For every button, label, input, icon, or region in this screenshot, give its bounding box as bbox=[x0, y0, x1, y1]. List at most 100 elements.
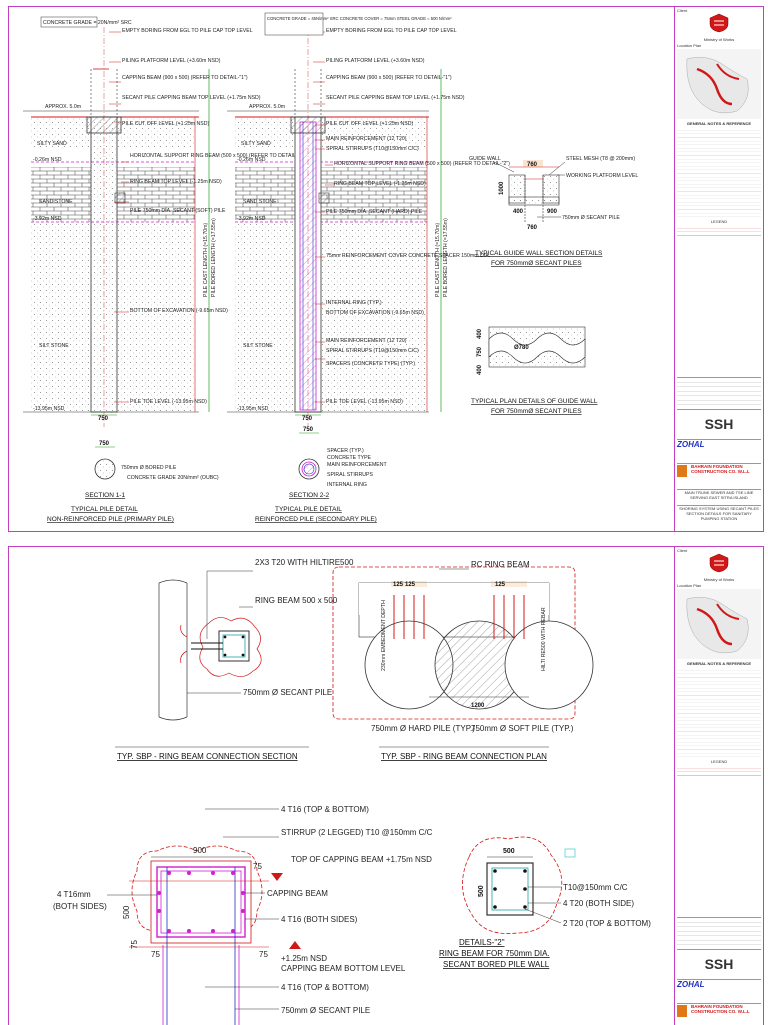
guide-label-1: STEEL MESH (T8 @ 200mm) bbox=[566, 156, 635, 162]
sec22-plan-label-1: CONCRETE TYPE bbox=[327, 455, 372, 461]
cap-label-4: 4 T16 (BOTH SIDES) bbox=[281, 915, 358, 924]
conn-section-title: TYP. SBP - RING BEAM CONNECTION SECTION bbox=[117, 752, 298, 761]
conn-section-label-2: 750mm Ø SECANT PILE bbox=[243, 688, 332, 697]
sec11-soil-2: -0.26m NSD bbox=[33, 157, 62, 163]
cap-label-10: (BOTH SIDES) bbox=[53, 902, 107, 911]
sec22-plan-label-0: SPACER (TYP.) bbox=[327, 448, 364, 454]
guide-label-2: WORKING PLATFORM LEVEL bbox=[566, 173, 638, 179]
section-2-2: CONCRETE GRADE = 45N/mm² SRC CONCRETE CO… bbox=[227, 12, 510, 523]
conn-section-label-0: 2X3 T20 WITH HILTIRE500 bbox=[255, 558, 354, 567]
conn-plan-label-4: 230mm EMBEDMENT DEPTH bbox=[381, 600, 387, 671]
tb1-drawing-title: SHORING SYSTEM USING SECANT PILES SECTIO… bbox=[677, 505, 761, 524]
sec22-label-9: PILE 750mm DIA. SECANT (HARD) PILE bbox=[326, 209, 423, 215]
tb2-client: Client bbox=[677, 548, 688, 553]
guide-label-0: GUIDE WALL bbox=[469, 156, 501, 162]
sec22-label-11: INTERNAL RING (TYP.) bbox=[326, 300, 382, 306]
detail2-dim-0: 500 bbox=[503, 848, 515, 855]
tb2-consultant: SSH bbox=[677, 949, 761, 978]
conn-plan-label-0: RC RING BEAM bbox=[471, 560, 530, 569]
detail2-label-0: T10@150mm C/C bbox=[563, 883, 628, 892]
tb2-location: Location Plan bbox=[677, 583, 702, 588]
tb1-consultant: SSH bbox=[677, 409, 761, 438]
sec11-label-9: PILE TOE LEVEL (-13.95m NSD) bbox=[130, 399, 207, 405]
cap-label-0: 4 T16 (TOP & BOTTOM) bbox=[281, 805, 369, 814]
sec22-label-5: MAIN REINFORCEMENT (12 T20) bbox=[326, 136, 407, 142]
sec11-label-4: PILE CUT OFF LEVEL (+1.25m NSD) bbox=[122, 121, 209, 127]
guide-title-2: FOR 750mmØ SECANT PILES bbox=[491, 260, 582, 267]
tb2-contractor1: ZOHAL bbox=[677, 979, 761, 1000]
guide-plan-title-2: FOR 750mmØ SECANT PILES bbox=[491, 408, 582, 415]
sec22-label-1: PILING PLATFORM LEVEL (+3.60m NSD) bbox=[326, 58, 425, 64]
cap-dim-5: 75 bbox=[259, 950, 268, 959]
sec11-label-8: BOTTOM OF EXCAVATION (-9.65m NSD) bbox=[130, 308, 228, 314]
sec22-dim-750: 750 bbox=[302, 416, 313, 422]
conn-plan-label-2: 750mm Ø SOFT PILE (TYP.) bbox=[471, 724, 574, 733]
sec11-plan-label-1: CONCRETE GRADE 20N/mm² (OUBC) bbox=[127, 475, 219, 481]
sec11-soil-1: SILTY SAND bbox=[37, 141, 67, 147]
title-block-2: Client Ministry of Works Location Plan G… bbox=[674, 547, 763, 1025]
drawing-sheet-2: 2X3 T20 WITH HILTIRE500 RING BEAM 500 x … bbox=[8, 546, 764, 1025]
guide-plan-title-1: TYPICAL PLAN DETAILS OF GUIDE WALL bbox=[471, 398, 598, 405]
guide-dim-3: 900 bbox=[547, 209, 558, 215]
sec11-label-0: EMPTY BORING FROM EGL TO PILE CAP TOP LE… bbox=[122, 28, 253, 34]
tb1-contractor2: BAHRAIN FOUNDATION CONSTRUCTION CO. W.L.… bbox=[677, 463, 761, 488]
sec22-label-0: EMPTY BORING FROM EGL TO PILE CAP TOP LE… bbox=[326, 28, 457, 34]
sec11-dim-750: 750 bbox=[98, 416, 109, 422]
detail2-title-2: RING BEAM FOR 750mm DIA. bbox=[439, 949, 550, 958]
sec22-plan-label-3: SPIRAL STIRRUPS bbox=[327, 472, 373, 478]
tb2-contractor2: BAHRAIN FOUNDATION CONSTRUCTION CO. W.L.… bbox=[677, 1003, 761, 1024]
tb1-crest bbox=[677, 13, 761, 35]
guide-dim-4: 760 bbox=[527, 225, 538, 231]
tb2-legend-lines bbox=[677, 765, 761, 777]
sec11-grade: CONCRETE GRADE = 20N/mm² SRC bbox=[43, 20, 132, 26]
conn-plan: 125 125 125 1200 RC RING BEAM 750mm Ø HA… bbox=[332, 560, 594, 761]
section-1-1: CONCRETE GRADE = 20N/mm² SRC EMPTY BORIN… bbox=[23, 16, 306, 523]
guide-plan-dim-2: 750 bbox=[477, 346, 483, 357]
sec11-soil-4: -3.92m NSD bbox=[33, 216, 62, 222]
cap-label-6: CAPPING BEAM BOTTOM LEVEL bbox=[281, 964, 406, 973]
tb2-map bbox=[677, 589, 761, 659]
sec22-title-1: TYPICAL PILE DETAIL bbox=[275, 506, 342, 513]
location-map-icon bbox=[677, 589, 761, 659]
sec22-label-2: CAPPING BEAM (900 x 500) (REFER TO DETAI… bbox=[326, 75, 452, 81]
cap-label-7: 4 T16 (TOP & BOTTOM) bbox=[281, 983, 369, 992]
sec11-title-2: NON-REINFORCED PILE (PRIMARY PILE) bbox=[47, 516, 174, 523]
sec11-soil-3: SAND STONE bbox=[39, 199, 73, 205]
sec22-label-15: SPACERS (CONCRETE TYPE) (TYP.) bbox=[326, 361, 415, 367]
guide-dim-0: 760 bbox=[527, 162, 538, 168]
conn-section-label-1: RING BEAM 500 x 500 bbox=[255, 596, 338, 605]
sec22-soil-0: APPROX. 5.0m bbox=[249, 104, 285, 110]
conn-plan-label-3: HILTI RE500 WITH REBAR bbox=[541, 607, 547, 671]
guide-wall-plan: Ø780 400 750 400 TYPICAL PLAN DETAILS OF… bbox=[471, 326, 598, 415]
conn-plan-title: TYP. SBP - RING BEAM CONNECTION PLAN bbox=[381, 752, 547, 761]
sec22-label-13: MAIN REINFORCEMENT (12 T20) bbox=[326, 338, 407, 344]
tb2-notes bbox=[677, 667, 761, 757]
detail2-title-1: DETAILS-"2" bbox=[459, 938, 505, 947]
tb2-revisions bbox=[677, 917, 761, 948]
sec11-soil-6: -13.95m NSD bbox=[33, 406, 65, 412]
sec11-section-title: SECTION 1-1 bbox=[85, 492, 125, 499]
conn-section: 2X3 T20 WITH HILTIRE500 RING BEAM 500 x … bbox=[115, 558, 354, 761]
cap-label-9: 4 T16mm bbox=[57, 890, 91, 899]
sec22-soil-2: -0.26m NSD bbox=[237, 157, 266, 163]
cap-label-8: 750mm Ø SECANT PILE bbox=[281, 1006, 370, 1015]
cap-label-3: CAPPING BEAM bbox=[267, 889, 328, 898]
sec11-label-7: PILE 750mm DIA. SECANT (SOFT) PILE bbox=[130, 208, 226, 214]
cap-dim-1: 75 bbox=[253, 862, 262, 871]
sec11-plan-label-0: 750mm Ø BORED PILE bbox=[121, 465, 177, 471]
cap-dim-4: 75 bbox=[151, 950, 160, 959]
sec11-soil-5: SILT STONE bbox=[39, 343, 69, 349]
cap-dim-3: 75 bbox=[130, 940, 139, 949]
sec11-plan-dim: 750 bbox=[99, 441, 110, 447]
cap-label-2: TOP OF CAPPING BEAM +1.75m NSD bbox=[291, 855, 432, 864]
sec22-soil-5: SILT STONE bbox=[243, 343, 273, 349]
guide-wall-section: 760 1000 400 900 760 GUIDE WALL STEEL ME… bbox=[469, 156, 638, 267]
bfc-logo-icon bbox=[677, 1005, 687, 1017]
sec22-label-6: SPIRAL STIRRUPS (T10@150mm C/C) bbox=[326, 146, 419, 152]
sec11-leaders bbox=[109, 31, 129, 403]
guide-plan-dim-0: Ø780 bbox=[514, 345, 529, 351]
sec22-soil-6: -13.95m NSD bbox=[237, 406, 269, 412]
tb1-legend: LEGEND bbox=[710, 219, 728, 224]
sec11-title-1: TYPICAL PILE DETAIL bbox=[71, 506, 138, 513]
sec11-label-5: HORIZONTAL SUPPORT RING BEAM (500 x 500)… bbox=[130, 153, 306, 159]
